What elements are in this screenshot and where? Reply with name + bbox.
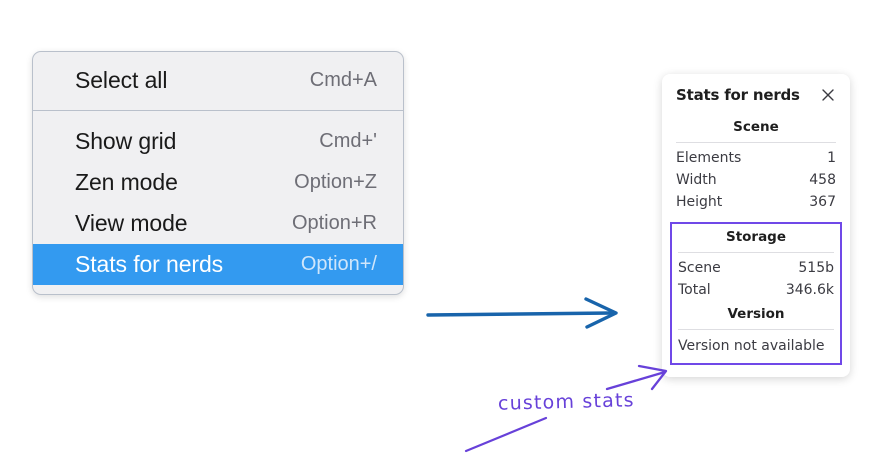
menu-item-shortcut: Cmd+A [309, 69, 377, 91]
stats-panel-title: Stats for nerds [676, 86, 800, 104]
menu-item-select-all[interactable]: Select all Cmd+A [33, 60, 403, 101]
stat-label: Scene [678, 260, 721, 276]
menu-item-label: Select all [75, 67, 168, 93]
menu-item-shortcut: Option+/ [300, 253, 377, 275]
menu-item-label: Show grid [75, 128, 177, 154]
version-section: Version Version not available [678, 301, 834, 355]
stat-label: Elements [676, 150, 742, 166]
stat-row: Elements 1 [676, 147, 836, 169]
stat-label: Width [676, 172, 717, 188]
stat-row: Height 367 [676, 191, 836, 213]
stat-value: 1 [827, 150, 836, 166]
version-text: Version not available [678, 338, 825, 354]
stat-row: Width 458 [676, 169, 836, 191]
menu-item-shortcut: Cmd+' [319, 130, 377, 152]
version-heading: Version [727, 306, 785, 322]
menu-item-shortcut: Option+Z [294, 171, 377, 193]
stat-value: 515b [798, 260, 834, 276]
menu-item-show-grid[interactable]: Show grid Cmd+' [33, 121, 403, 162]
custom-stats-highlight-box: Storage Scene 515b Total 346.6k Version … [670, 222, 842, 365]
stat-row: Scene 515b [678, 257, 834, 279]
blue-arrow-annotation [426, 297, 618, 329]
version-divider [678, 329, 834, 330]
menu-item-label: Zen mode [75, 169, 178, 195]
menu-item-view-mode[interactable]: View mode Option+R [33, 203, 403, 244]
stat-label: Total [678, 282, 711, 298]
menu-item-stats-for-nerds[interactable]: Stats for nerds Option+/ [33, 244, 403, 285]
stat-value: 458 [809, 172, 836, 188]
stat-label: Height [676, 194, 723, 210]
menu-item-shortcut: Option+R [291, 212, 377, 234]
storage-section: Storage Scene 515b Total 346.6k [678, 224, 834, 301]
scene-section: Scene Elements 1 Width 458 Height 367 [662, 118, 850, 213]
stat-row: Total 346.6k [678, 279, 834, 301]
menu-group-1: Select all Cmd+A [33, 52, 403, 111]
scene-heading: Scene [733, 119, 779, 135]
stats-panel-header: Stats for nerds [662, 86, 850, 104]
stats-for-nerds-panel: Stats for nerds Scene Elements 1 Width 4… [662, 74, 850, 377]
storage-heading: Storage [725, 229, 787, 245]
stat-value: 367 [809, 194, 836, 210]
close-icon[interactable] [820, 87, 836, 103]
purple-arrow-annotation [605, 364, 668, 391]
menu-item-zen-mode[interactable]: Zen mode Option+Z [33, 162, 403, 203]
menu-item-label: View mode [75, 210, 188, 236]
purple-underline-annotation [464, 416, 548, 453]
context-menu: Select all Cmd+A Show grid Cmd+' Zen mod… [32, 51, 404, 295]
menu-item-label: Stats for nerds [75, 251, 224, 277]
menu-group-2: Show grid Cmd+' Zen mode Option+Z View m… [33, 111, 403, 294]
stat-value: 346.6k [785, 282, 834, 298]
storage-divider [678, 252, 834, 253]
custom-stats-annotation-label: custom stats [497, 389, 636, 415]
scene-divider [676, 142, 836, 143]
